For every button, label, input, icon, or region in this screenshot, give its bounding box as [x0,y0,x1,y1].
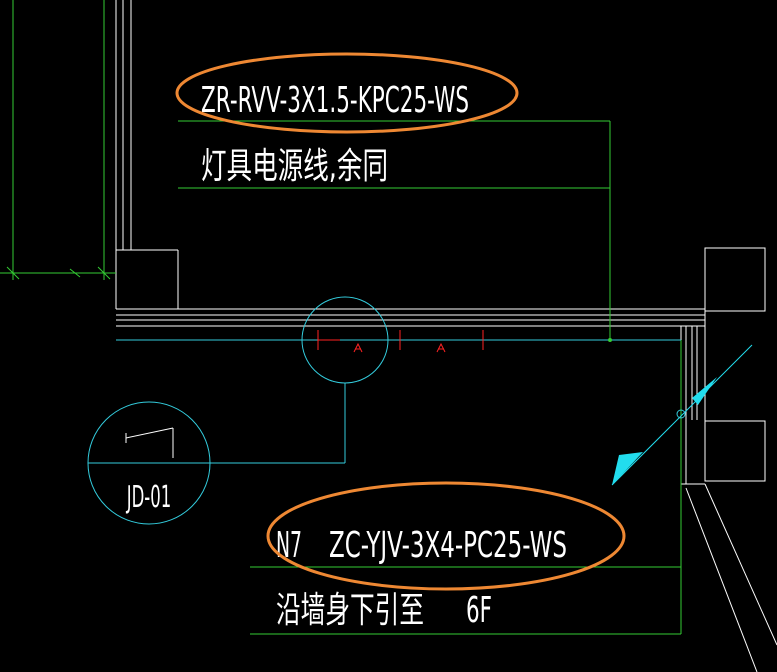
routing-node-dot [676,409,686,419]
highlight-ellipse-lower[interactable] [266,481,626,591]
upper-cable-spec: ZR-RVV-3X1.5-KPC25-WS [201,80,469,121]
green-cable-lines [178,120,682,635]
left-green-dimension-lines [0,0,116,280]
cable-node-dot [608,338,612,342]
lower-circuit-id: N7 [276,525,302,566]
junction-box-label: JD-01 [125,480,171,515]
upper-cable-note: 灯具电源线,余同 [201,146,388,187]
cyan-cable-lines [88,339,681,464]
lower-cable-note: 沿墙身下引至 [276,590,424,631]
switch-symbol-icon [125,427,174,458]
junction-box-jd-01[interactable]: JD-01 [87,401,211,525]
upper-annotation[interactable]: ZR-RVV-3X1.5-KPC25-WS 灯具电源线,余同 [201,80,469,187]
red-wire-count-marks [317,330,484,353]
routing-arrow-icon [611,344,753,486]
lower-floor-ref: 6F [466,590,492,631]
lighting-fixture-circle[interactable] [301,296,389,384]
right-wall-blocks [680,247,777,672]
lower-annotation[interactable]: N7 ZC-YJV-3X4-PC25-WS 沿墙身下引至 6F [276,525,567,631]
lower-cable-spec: ZC-YJV-3X4-PC25-WS [329,525,567,566]
highlight-ellipse-upper[interactable] [175,52,519,134]
left-wall-lines [115,0,179,309]
horizontal-wall-band [116,308,705,327]
junction-box-circle [87,401,211,525]
